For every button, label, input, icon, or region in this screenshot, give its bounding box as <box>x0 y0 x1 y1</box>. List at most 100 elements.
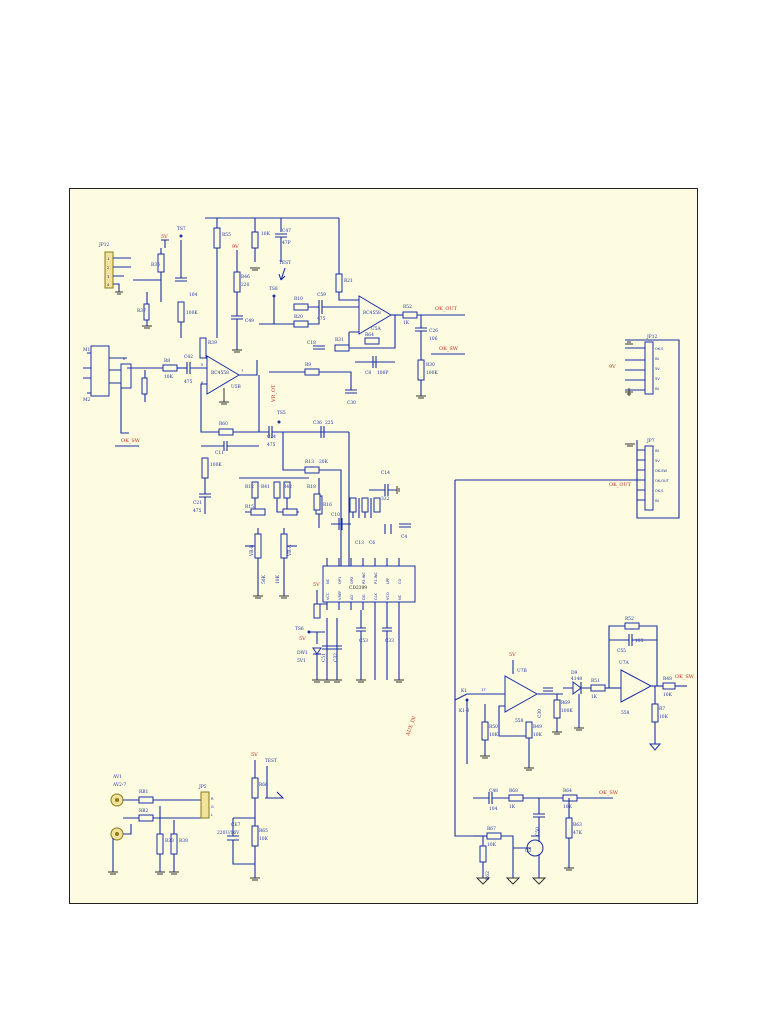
svg-text:4: 4 <box>107 283 110 287</box>
svg-text:R52: R52 <box>625 617 634 622</box>
svg-text:558: 558 <box>515 719 524 724</box>
svg-text:100K: 100K <box>426 371 438 376</box>
svg-text:AUX_IN: AUX_IN <box>405 715 418 738</box>
opamp-u5a: RC4558 U5A R52 1K OK_OUT C26 106 R30 100… <box>358 295 465 399</box>
svg-text:C59: C59 <box>317 293 326 298</box>
net-ok-sw-left: OK_SW <box>115 438 141 447</box>
svg-text:103: 103 <box>635 639 644 644</box>
svg-text:C30: C30 <box>347 401 356 406</box>
svg-text:R67: R67 <box>487 827 496 832</box>
svg-text:100K: 100K <box>561 709 573 714</box>
test-point-ts8: TEST TS8 <box>269 261 291 298</box>
pin-label: G <box>211 805 214 809</box>
svg-text:R41: R41 <box>261 485 270 490</box>
svg-text:R36: R36 <box>151 263 160 268</box>
svg-text:10K: 10K <box>164 375 174 380</box>
svg-text:R49: R49 <box>533 725 542 730</box>
svg-text:10K: 10K <box>533 733 543 738</box>
svg-text:DW1: DW1 <box>297 651 308 656</box>
svg-text:C8: C8 <box>365 371 371 376</box>
svg-text:10K: 10K <box>663 693 673 698</box>
svg-text:R9: R9 <box>305 363 311 368</box>
svg-text:5V: 5V <box>161 234 168 240</box>
mic-inputs-m1-m2: M1 M2 6 <box>83 345 132 434</box>
svg-text:106: 106 <box>429 337 438 342</box>
svg-text:1K: 1K <box>403 321 410 326</box>
pin-label: IN <box>655 449 659 453</box>
svg-text:TEST: TEST <box>265 759 277 764</box>
svg-text:RB1: RB1 <box>139 790 149 795</box>
svg-text:JP5: JP5 <box>198 785 207 790</box>
svg-text:9V: 9V <box>609 364 616 370</box>
svg-text:R18: R18 <box>307 485 316 490</box>
svg-text:104: 104 <box>489 807 498 812</box>
c24-c36-group: TS5 C24 475 C36 225 <box>259 411 350 568</box>
pin-label: DG <box>362 594 366 600</box>
svg-text:3: 3 <box>107 275 109 279</box>
pin-label: CO <box>398 578 402 584</box>
pin-label: LPF <box>386 578 390 584</box>
opamp-u7a: D9 4148 R51 1K U7A 558 R48 10K OK_SW R7 … <box>563 617 695 751</box>
svg-text:AV2-7: AV2-7 <box>112 783 126 788</box>
pin-label: OP1 <box>338 577 342 584</box>
svg-text:558: 558 <box>621 711 630 716</box>
svg-text:R64: R64 <box>563 789 572 794</box>
svg-text:AV1: AV1 <box>112 775 122 780</box>
svg-text:100P: 100P <box>377 371 388 376</box>
pin-label: OK-SW <box>655 469 667 473</box>
svg-text:R7: R7 <box>659 707 665 712</box>
svg-text:C55: C55 <box>617 649 626 654</box>
svg-text:475: 475 <box>317 317 326 322</box>
svg-text:TS7: TS7 <box>177 227 186 232</box>
power-5v-top: 5V <box>161 234 169 248</box>
svg-text:6: 6 <box>201 381 204 385</box>
pin-label: R <box>211 797 214 801</box>
pin-label: 5V <box>655 459 660 463</box>
resistor-r55-r39: R55 R39 <box>199 217 339 359</box>
svg-text:5V: 5V <box>509 652 516 658</box>
svg-text:C13: C13 <box>355 541 364 546</box>
svg-text:K1: K1 <box>461 689 467 694</box>
svg-text:RC4558: RC4558 <box>363 311 381 316</box>
svg-text:CD2399: CD2399 <box>349 586 367 591</box>
svg-text:47K: 47K <box>573 831 583 836</box>
svg-text:OK_SW: OK_SW <box>121 438 141 444</box>
pin-label: OK-S <box>655 347 664 351</box>
svg-text:R66: R66 <box>259 783 268 788</box>
pin-label: VCC <box>326 592 330 600</box>
svg-text:R68: R68 <box>509 789 518 794</box>
svg-text:10K: 10K <box>659 715 669 720</box>
opamp-u5b: RC4558 U5B 5 6 7 <box>200 355 258 433</box>
pin-label: OP2 <box>350 577 354 584</box>
svg-text:20K: 20K <box>319 460 329 465</box>
svg-text:1: 1 <box>107 257 109 261</box>
svg-text:VR_OT: VR_OT <box>271 384 277 403</box>
svg-text:C18: C18 <box>307 341 316 346</box>
svg-text:R52: R52 <box>403 305 412 310</box>
svg-text:VR-A: VR-A <box>288 544 293 557</box>
svg-text:R13: R13 <box>305 460 314 465</box>
svg-text:M1: M1 <box>83 348 90 353</box>
feed-wire-left <box>454 480 473 837</box>
svg-text:10K: 10K <box>487 843 497 848</box>
svg-text:C51: C51 <box>322 653 327 662</box>
pin-label: 5V <box>655 367 660 371</box>
svg-text:U5A: U5A <box>371 327 381 332</box>
svg-text:10K: 10K <box>489 733 499 738</box>
svg-text:475: 475 <box>267 443 276 448</box>
svg-text:TS8: TS8 <box>269 287 278 292</box>
svg-text:C6: C6 <box>369 541 375 546</box>
svg-text:332: 332 <box>381 497 390 502</box>
svg-text:7: 7 <box>241 369 243 373</box>
svg-text:R8: R8 <box>164 359 170 364</box>
svg-text:TEST: TEST <box>279 261 291 266</box>
svg-text:R69: R69 <box>561 701 570 706</box>
svg-text:R50: R50 <box>489 725 498 730</box>
svg-text:RC4558: RC4558 <box>211 371 229 376</box>
pin-label: 5V <box>655 377 660 381</box>
svg-text:R62: R62 <box>486 871 491 880</box>
svg-text:100K: 100K <box>186 311 198 316</box>
svg-text:5V: 5V <box>313 582 320 588</box>
svg-text:47P: 47P <box>282 241 291 246</box>
